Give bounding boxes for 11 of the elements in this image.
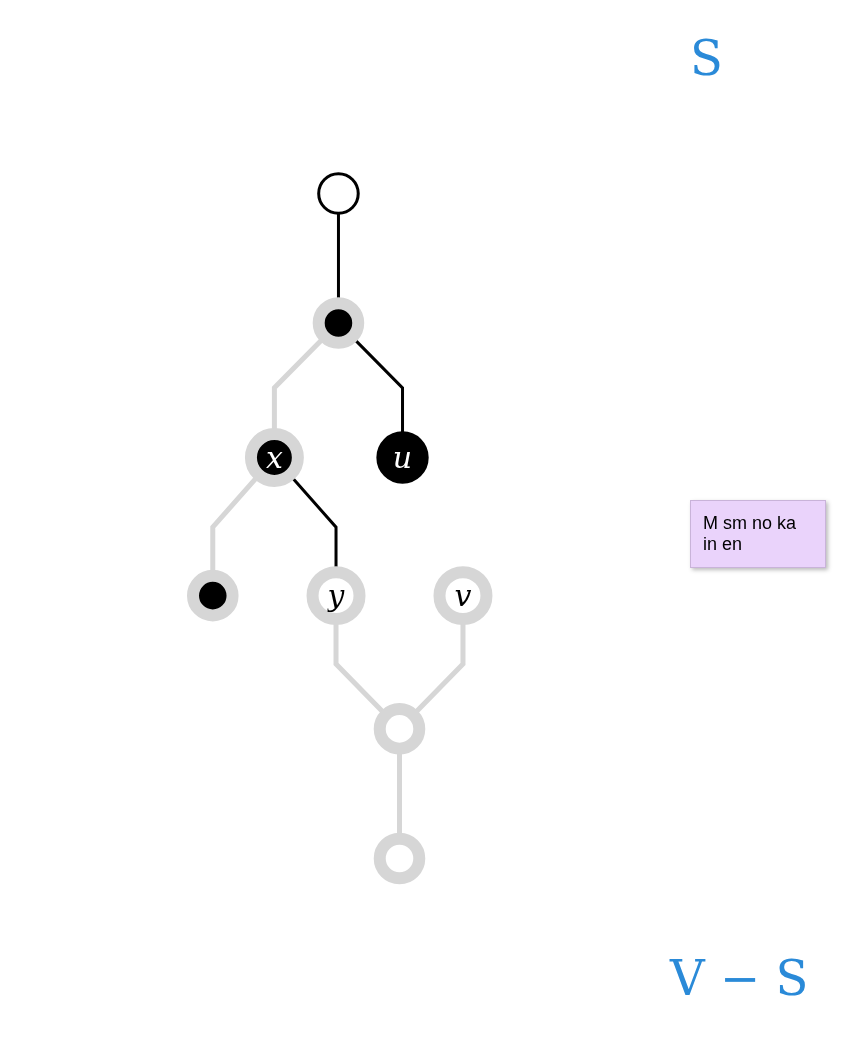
node-circle: u	[376, 430, 429, 484]
sticky-note: M sm no ka in en	[690, 500, 826, 568]
node-circle	[187, 569, 239, 621]
set-label: V − S	[670, 950, 809, 1006]
node-circle	[312, 296, 365, 349]
node-circle	[374, 832, 426, 884]
node-circle: v	[433, 565, 493, 625]
node-circle	[374, 702, 426, 755]
node-circle	[317, 171, 360, 215]
set-label: S	[690, 30, 723, 86]
node-circle: x	[245, 427, 305, 487]
